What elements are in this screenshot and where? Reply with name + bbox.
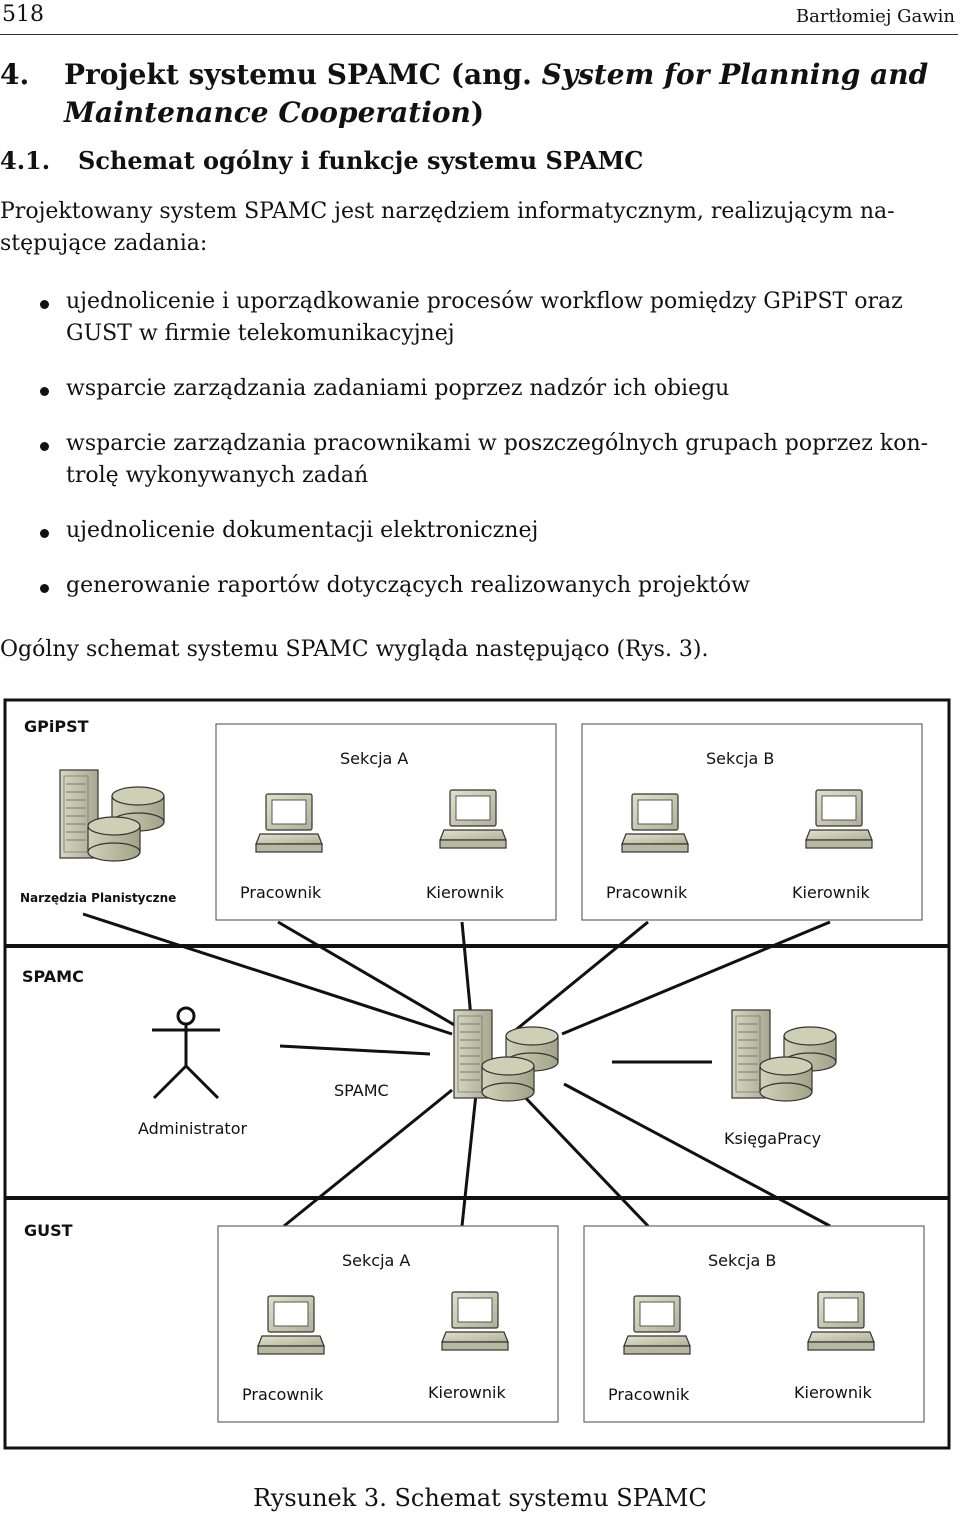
connection-lines xyxy=(82,912,831,1228)
subsection-title-text: Schemat ogólny i funkcje systemu SPAMC xyxy=(78,146,644,175)
page-number: 518 xyxy=(2,2,44,27)
gust-b-worker-label: Pracownik xyxy=(608,1385,690,1404)
bullet-icon xyxy=(40,387,49,396)
gust-a-manager-label: Kierownik xyxy=(428,1383,506,1402)
section-title-line1-italic: System for Planning and xyxy=(541,58,929,91)
administrator-label: Administrator xyxy=(138,1119,247,1138)
section-number: 4. xyxy=(0,58,30,91)
bullet-icon xyxy=(40,300,49,309)
section-title: 4. Projekt systemu SPAMC (ang. System for… xyxy=(0,56,960,132)
subsection-number: 4.1. xyxy=(0,146,51,175)
computer-icon xyxy=(257,1295,325,1355)
computer-icon xyxy=(255,793,323,853)
database-label: KsięgaPracy xyxy=(724,1129,821,1148)
spamc-server-label: SPAMC xyxy=(334,1081,389,1100)
section-title-line2-plain: ) xyxy=(470,96,485,129)
computer-icon xyxy=(623,1295,691,1355)
administrator-icon xyxy=(152,1006,220,1100)
intro-line-2: stępujące zadania: xyxy=(0,231,208,256)
list-item: generowanie raportów dotyczących realizo… xyxy=(0,570,958,602)
gust-b-manager-label: Kierownik xyxy=(794,1383,872,1402)
gpipst-a-manager-label: Kierownik xyxy=(426,883,504,902)
bullet-icon xyxy=(40,442,49,451)
outro-paragraph: Ogólny schemat systemu SPAMC wygląda nas… xyxy=(0,637,709,662)
computer-icon xyxy=(441,1291,509,1351)
computer-icon xyxy=(805,789,873,849)
database-server-icon xyxy=(731,1009,837,1102)
planning-tools-label: Narzędzia Planistyczne xyxy=(20,891,176,905)
list-item: wsparcie zarządzania zadaniami poprzez n… xyxy=(0,373,958,405)
diagram-frame xyxy=(3,698,951,1450)
gust-layer-label: GUST xyxy=(24,1221,73,1240)
section-title-line1-plain: Projekt systemu SPAMC (ang. xyxy=(64,58,542,91)
gpipst-layer-label: GPiPST xyxy=(24,717,89,736)
task-list: ujednolicenie i uporządkowanie procesów … xyxy=(0,286,958,625)
gpipst-section-b-title: Sekcja B xyxy=(706,749,774,768)
header-rule xyxy=(0,34,958,35)
spamc-server-icon xyxy=(453,1009,559,1102)
bullet-icon xyxy=(40,584,49,593)
figure-caption: Rysunek 3. Schemat systemu SPAMC xyxy=(253,1484,707,1512)
gpipst-b-worker-label: Pracownik xyxy=(606,883,688,902)
running-header-author: Bartłomiej Gawin xyxy=(795,6,955,27)
computer-icon xyxy=(621,793,689,853)
list-item: wsparcie zarządzania pracownikami w posz… xyxy=(0,428,958,492)
list-item: ujednolicenie dokumentacji elektroniczne… xyxy=(0,515,958,547)
gust-a-worker-label: Pracownik xyxy=(242,1385,324,1404)
gust-section-b-title: Sekcja B xyxy=(708,1251,776,1270)
gust-section-a-title: Sekcja A xyxy=(342,1251,410,1270)
computer-icon xyxy=(439,789,507,849)
spamc-diagram: GPiPST Narzędzia Planistyczne Sekcja A P… xyxy=(3,698,951,1450)
intro-line-1: Projektowany system SPAMC jest narzędzie… xyxy=(0,199,895,224)
bullet-icon xyxy=(40,529,49,538)
gpipst-a-worker-label: Pracownik xyxy=(240,883,322,902)
intro-paragraph: Projektowany system SPAMC jest narzędzie… xyxy=(0,196,958,260)
subsection-title: 4.1. Schemat ogólny i funkcje systemu SPA… xyxy=(0,146,643,175)
computer-icon xyxy=(807,1291,875,1351)
gpipst-b-manager-label: Kierownik xyxy=(792,883,870,902)
planning-server-icon xyxy=(59,769,165,862)
gpipst-section-b-box xyxy=(581,723,923,921)
gpipst-section-a-title: Sekcja A xyxy=(340,749,408,768)
section-title-line2-italic: Maintenance Cooperation xyxy=(64,96,471,129)
spamc-layer-label: SPAMC xyxy=(22,967,84,986)
list-item: ujednolicenie i uporządkowanie procesów … xyxy=(0,286,958,350)
